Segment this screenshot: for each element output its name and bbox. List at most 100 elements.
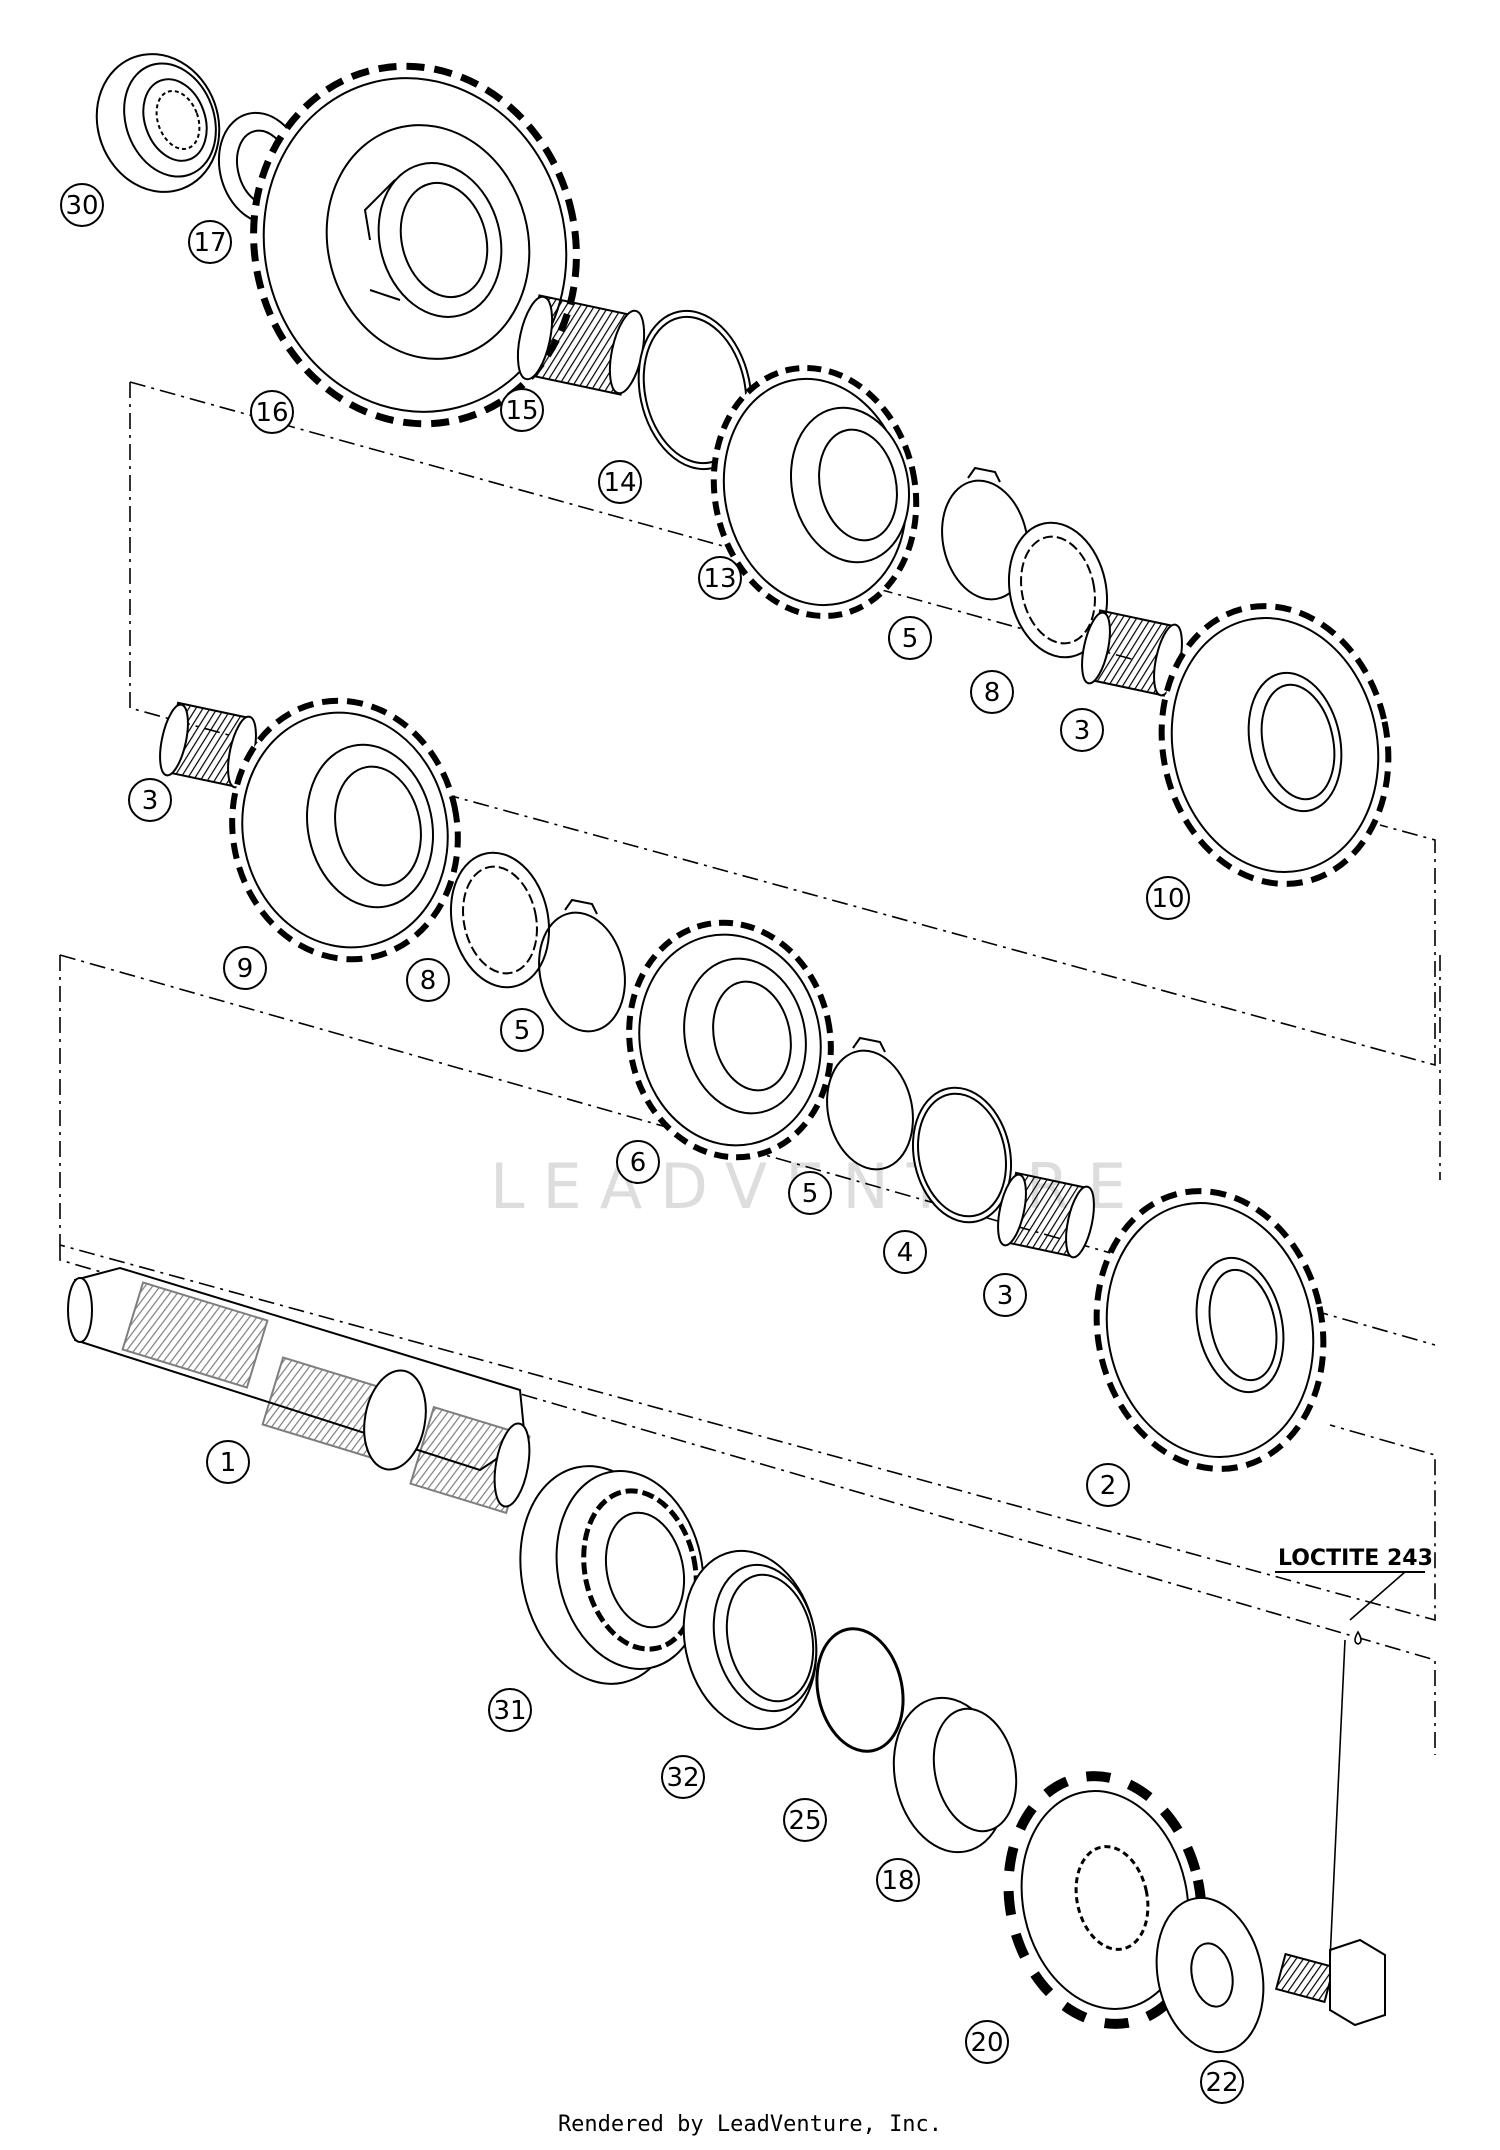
callout-c10: 10: [1146, 876, 1190, 920]
callout-c14: 14: [598, 460, 642, 504]
callout-number: 10: [1151, 884, 1184, 914]
callout-c22: 22: [1200, 2060, 1244, 2104]
callout-c5c: 5: [788, 1171, 832, 1215]
part-9-gear: [229, 697, 461, 963]
part-6-sliding-gear: [626, 919, 834, 1161]
callout-circle: [1060, 708, 1104, 752]
guide-frame-upper: [129, 382, 1436, 1067]
callout-number: 8: [984, 678, 1001, 708]
callout-number: 5: [514, 1016, 531, 1046]
callout-circle: [883, 1230, 927, 1274]
part-5-circlip-mid: [538, 898, 626, 1033]
callout-circle: [970, 670, 1014, 714]
callout-number: 15: [505, 396, 538, 426]
part-8-splined-washer-lower: [449, 851, 551, 989]
callout-circle: [788, 1171, 832, 1215]
part-32-seal: [682, 1549, 818, 1731]
callout-number: 30: [65, 191, 98, 221]
callout-circle: [206, 1440, 250, 1484]
callout-circle: [128, 778, 172, 822]
callout-number: 6: [630, 1148, 647, 1178]
callout-c5b: 5: [500, 1008, 544, 1052]
part-5-circlip-upper: [941, 466, 1029, 601]
callout-circle: [1200, 2060, 1244, 2104]
callout-number: 22: [1205, 2068, 1238, 2098]
callout-c8a: 8: [970, 670, 1014, 714]
callout-c13: 13: [698, 556, 742, 600]
part-5-circlip-lower: [826, 1036, 914, 1171]
callout-c5a: 5: [888, 616, 932, 660]
part-13-gear: [710, 364, 920, 620]
part-8-splined-washer-upper: [1007, 521, 1109, 659]
part-3-needle-bearing-c: [997, 1171, 1095, 1259]
part-2-gear: [1093, 1188, 1327, 1472]
callout-c17: 17: [188, 220, 232, 264]
callout-c9: 9: [223, 946, 267, 990]
callout-c6: 6: [616, 1140, 660, 1184]
callout-number: 25: [788, 1806, 821, 1836]
callout-number: 8: [420, 966, 437, 996]
part-25-o-ring: [815, 1627, 905, 1753]
callout-circle: [698, 556, 742, 600]
callout-number: 3: [1074, 716, 1091, 746]
callout-circle: [598, 460, 642, 504]
callout-circle: [406, 958, 450, 1002]
part-16-gear: [250, 62, 580, 428]
callout-number: 3: [142, 786, 159, 816]
callout-circle: [965, 2020, 1009, 2064]
callout-number: 5: [802, 1179, 819, 1209]
callout-c32: 32: [661, 1755, 705, 1799]
callout-number: 14: [603, 468, 636, 498]
callout-number: 9: [237, 954, 254, 984]
callout-circle: [500, 388, 544, 432]
callout-circle: [888, 616, 932, 660]
loctite-leader: [1275, 1571, 1425, 1961]
callout-circle: [1146, 876, 1190, 920]
part-10-gear: [1158, 603, 1392, 887]
callout-circle: [876, 1858, 920, 1902]
callout-c3a: 3: [1060, 708, 1104, 752]
callout-circle: [488, 1688, 532, 1732]
callout-number: 13: [703, 564, 736, 594]
callout-number: 32: [666, 1763, 699, 1793]
part-1-shaft: [67, 1266, 531, 1515]
callout-c8b: 8: [406, 958, 450, 1002]
callout-number: 2: [1100, 1471, 1117, 1501]
part-15-needle-bearing: [516, 294, 646, 396]
callout-number: 17: [193, 228, 226, 258]
part-30-bearing: [95, 53, 221, 193]
guide-line-upper-diagonal: [129, 381, 1136, 661]
callout-c16: 16: [250, 390, 294, 434]
render-credit: Rendered by LeadVenture, Inc.: [557, 2112, 943, 2137]
callout-circle: [188, 220, 232, 264]
callout-circle: [500, 1008, 544, 1052]
callout-circle: [1086, 1463, 1130, 1507]
callout-c3b: 3: [128, 778, 172, 822]
guide-frame-lower: [59, 955, 1436, 1622]
callout-circle: [250, 390, 294, 434]
part-14-washer: [637, 309, 753, 471]
part-20-sprocket: [1003, 1771, 1207, 2029]
callout-number: 18: [881, 1866, 914, 1896]
callout-c3c: 3: [983, 1273, 1027, 1317]
callout-number: 5: [902, 624, 919, 654]
guide-frame-bottom: [59, 1245, 1436, 1755]
callout-c31: 31: [488, 1688, 532, 1732]
callout-number: 16: [255, 398, 288, 428]
part-22-washer-and-bolt: [1155, 1896, 1386, 2054]
loctite-note: LOCTITE 243: [1278, 1546, 1433, 1571]
callout-c25: 25: [783, 1798, 827, 1842]
callout-c1: 1: [206, 1440, 250, 1484]
callout-number: 3: [997, 1281, 1014, 1311]
callout-c15: 15: [500, 388, 544, 432]
part-31-roller-bearing: [519, 1465, 705, 1685]
callout-circle: [661, 1755, 705, 1799]
callout-c4: 4: [883, 1230, 927, 1274]
callout-number: 4: [897, 1238, 914, 1268]
callout-number: 31: [493, 1696, 526, 1726]
callout-c30: 30: [60, 183, 104, 227]
callout-number: 20: [970, 2028, 1003, 2058]
callout-circle: [983, 1273, 1027, 1317]
